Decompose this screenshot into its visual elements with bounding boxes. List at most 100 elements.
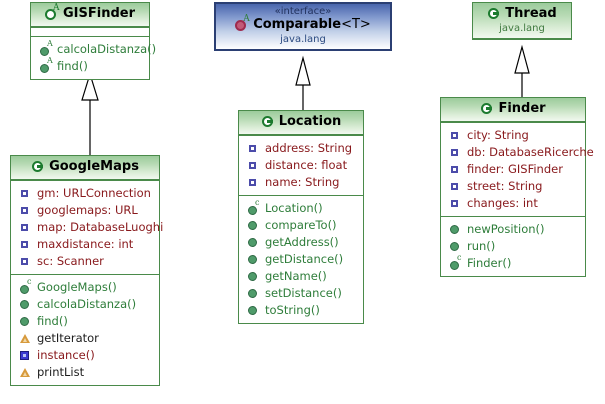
member-row[interactable]: sc: Scanner bbox=[11, 253, 159, 270]
warning-triangle-icon bbox=[20, 367, 31, 378]
member-row[interactable]: city: String bbox=[441, 127, 585, 144]
class-box-googlemaps[interactable]: GoogleMaps gm: URLConnection googlemaps:… bbox=[10, 155, 163, 389]
class-name-gisfinder: GISFinder bbox=[63, 6, 135, 21]
abstract-method-icon bbox=[40, 57, 53, 73]
member-label: calcolaDistanza() bbox=[37, 297, 137, 312]
methods-compartment-gisfinder: calcolaDistanza() find() bbox=[31, 35, 156, 79]
attributes-compartment-googlemaps: gm: URLConnection googlemaps: URL map: D… bbox=[11, 179, 163, 274]
class-title-location: Location bbox=[243, 114, 359, 130]
abstract-method-icon bbox=[40, 40, 53, 56]
member-row[interactable]: getDistance() bbox=[239, 251, 363, 268]
member-row[interactable]: Location() bbox=[239, 199, 363, 217]
member-label: getDistance() bbox=[265, 252, 344, 267]
class-box-gisfinder[interactable]: GISFinder calcolaDistanza() find() bbox=[30, 2, 156, 83]
interface-header-comparable: «interface» Comparable<T> java.lang bbox=[216, 4, 390, 49]
member-label: calcolaDistanza() bbox=[57, 42, 157, 57]
method-icon bbox=[248, 254, 259, 265]
member-row[interactable]: calcolaDistanza() bbox=[31, 40, 156, 58]
interface-box-comparable[interactable]: «interface» Comparable<T> java.lang bbox=[214, 2, 394, 53]
field-icon bbox=[450, 147, 461, 158]
member-label: gm: URLConnection bbox=[37, 186, 151, 201]
member-row[interactable]: GoogleMaps() bbox=[11, 278, 159, 296]
member-row[interactable]: toString() bbox=[239, 302, 363, 319]
methods-compartment-googlemaps: GoogleMaps() calcolaDistanza() find() ge… bbox=[11, 273, 159, 385]
class-name-location: Location bbox=[278, 114, 342, 129]
member-row[interactable]: instance() bbox=[11, 347, 159, 364]
member-row[interactable]: Finder() bbox=[441, 254, 585, 272]
member-label: setDistance() bbox=[265, 286, 342, 301]
class-title-finder: Finder bbox=[445, 101, 581, 117]
class-header-googlemaps: GoogleMaps bbox=[11, 156, 159, 180]
member-label: city: String bbox=[467, 128, 529, 143]
member-row[interactable]: address: String bbox=[239, 140, 363, 157]
member-label: find() bbox=[57, 59, 88, 74]
generalization-finder-thread[interactable] bbox=[514, 44, 530, 97]
method-icon bbox=[450, 224, 461, 235]
member-label: compareTo() bbox=[265, 218, 337, 233]
abstract-interface-icon bbox=[235, 15, 250, 32]
member-label: map: DatabaseLuoghi bbox=[37, 220, 164, 235]
field-icon bbox=[450, 130, 461, 141]
member-row[interactable]: finder: GISFinder bbox=[441, 161, 585, 178]
stereotype-label: «interface» bbox=[274, 6, 332, 17]
field-icon bbox=[20, 256, 31, 267]
member-row[interactable]: distance: float bbox=[239, 157, 363, 174]
class-box-location[interactable]: Location address: String distance: float… bbox=[238, 110, 367, 327]
class-title-gisfinder: GISFinder bbox=[35, 4, 145, 22]
member-row[interactable]: find() bbox=[11, 313, 159, 330]
member-label: find() bbox=[37, 314, 68, 329]
field-icon bbox=[20, 239, 31, 250]
member-row[interactable]: map: DatabaseLuoghi bbox=[11, 219, 163, 236]
class-icon bbox=[487, 6, 502, 20]
class-box-thread[interactable]: Thread java.lang bbox=[472, 2, 575, 43]
member-label: GoogleMaps() bbox=[37, 280, 117, 295]
member-label: run() bbox=[467, 239, 496, 254]
member-row[interactable]: getIterator bbox=[11, 330, 159, 347]
member-row[interactable]: find() bbox=[31, 57, 149, 75]
member-row[interactable]: newPosition() bbox=[441, 221, 585, 238]
member-row[interactable]: googlemaps: URL bbox=[11, 202, 159, 219]
generalization-googlemaps-gisfinder[interactable] bbox=[81, 71, 99, 155]
member-label: Location() bbox=[265, 201, 323, 216]
member-row[interactable]: maxdistance: int bbox=[11, 236, 159, 253]
method-icon bbox=[248, 237, 259, 248]
member-row[interactable]: calcolaDistanza() bbox=[11, 296, 159, 313]
warning-triangle-icon bbox=[20, 333, 31, 344]
class-header-location: Location bbox=[239, 111, 363, 135]
generic-parameter: <T> bbox=[341, 17, 371, 33]
member-row[interactable]: printList bbox=[11, 364, 159, 381]
member-row[interactable]: name: String bbox=[239, 174, 363, 191]
method-icon bbox=[248, 288, 259, 299]
field-icon bbox=[450, 198, 461, 209]
constructor-icon bbox=[20, 278, 31, 294]
member-row[interactable]: getAddress() bbox=[239, 234, 363, 251]
member-row[interactable]: setDistance() bbox=[239, 285, 363, 302]
class-box-finder[interactable]: Finder city: String db: DatabaseRicerche… bbox=[440, 97, 594, 280]
member-label: Finder() bbox=[467, 256, 512, 271]
field-icon bbox=[248, 160, 259, 171]
method-icon bbox=[450, 241, 461, 252]
member-row[interactable]: street: String bbox=[441, 178, 585, 195]
member-row[interactable]: changes: int bbox=[441, 195, 585, 212]
member-row[interactable]: getName() bbox=[239, 268, 363, 285]
member-label: printList bbox=[37, 365, 85, 380]
member-label: instance() bbox=[37, 348, 95, 363]
field-icon bbox=[450, 164, 461, 175]
method-icon bbox=[248, 220, 259, 231]
member-row[interactable]: gm: URLConnection bbox=[11, 185, 159, 202]
member-row[interactable]: compareTo() bbox=[239, 217, 363, 234]
constructor-icon bbox=[450, 254, 461, 270]
class-header-finder: Finder bbox=[441, 98, 585, 122]
class-header-gisfinder: GISFinder bbox=[31, 3, 149, 27]
field-icon bbox=[20, 222, 31, 233]
member-row[interactable]: db: DatabaseRicerche bbox=[441, 144, 594, 161]
member-row[interactable]: run() bbox=[441, 238, 585, 255]
attributes-compartment-finder: city: String db: DatabaseRicerche finder… bbox=[441, 121, 594, 216]
member-label: getName() bbox=[265, 269, 327, 284]
member-label: street: String bbox=[467, 179, 543, 194]
class-title-thread: Thread bbox=[477, 6, 567, 22]
member-label: changes: int bbox=[467, 196, 538, 211]
methods-compartment-finder: newPosition() run() Finder() bbox=[441, 215, 585, 276]
generalization-location-comparable[interactable] bbox=[295, 55, 311, 110]
